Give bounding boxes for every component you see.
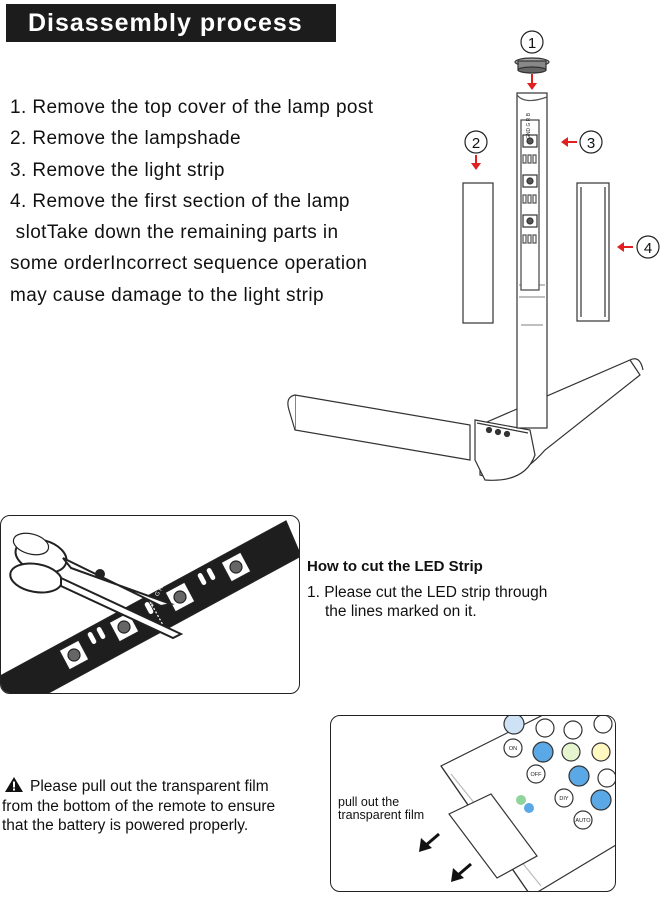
- callout-2: 2: [472, 135, 480, 152]
- step-line: 2. Remove the lampshade: [10, 128, 241, 150]
- scissors-icon: [9, 532, 184, 640]
- lamp-slot-piece: [576, 182, 610, 322]
- step-line: may cause damage to the light strip: [10, 284, 324, 306]
- callout-circles: [464, 30, 660, 259]
- remote-illustration: ON OFF DIY AUTO: [330, 715, 616, 892]
- remote-diagram: ON OFF DIY AUTO: [419, 716, 615, 891]
- step-line: slotTake down the remaining parts in: [10, 222, 339, 244]
- cut-illustration: GND G R B V+: [0, 515, 300, 694]
- strip-leds: [522, 134, 538, 244]
- red-arrows: [471, 74, 633, 252]
- diy-label: DIY: [559, 796, 569, 802]
- strip-pad-label: GND G R B: [526, 112, 532, 139]
- auto-button[interactable]: [573, 810, 593, 830]
- top-cap: [514, 57, 550, 74]
- cut-step-line: 1. Please cut the LED strip through: [307, 584, 548, 601]
- off-button[interactable]: [526, 764, 546, 784]
- step-line: 4. Remove the first section of the lamp: [10, 190, 350, 212]
- on-button[interactable]: [503, 738, 523, 758]
- lamp-base: [287, 358, 644, 481]
- step-line: 1. Remove the top cover of the lamp post: [10, 97, 374, 118]
- pull-line: pull out the: [338, 795, 400, 809]
- auto-label: AUTO: [575, 818, 591, 824]
- step-line: some orderIncorrect sequence operation: [10, 253, 368, 275]
- callout-4: 4: [644, 240, 652, 257]
- remote-buttons: [503, 716, 615, 830]
- led-strip-cut-diagram: GND G R B V+: [1, 520, 299, 693]
- warning-line: from the bottom of the remote to ensure: [2, 797, 276, 815]
- cut-title: How to cut the LED Strip: [307, 558, 483, 575]
- pull-label: pull out the transparent film: [338, 796, 424, 822]
- disassembly-steps: 1. Remove the top cover of the lamp post…: [10, 92, 410, 311]
- transparent-film: [448, 793, 538, 879]
- lamp-diagram: 1 2 3 4 GND G R B: [287, 30, 660, 481]
- warning-icon: [5, 777, 23, 792]
- led-chip: [58, 639, 90, 671]
- cut-step-line: the lines marked on it.: [325, 603, 477, 620]
- warning-text: Please pull out the transparent film: [30, 778, 269, 795]
- pull-arrows: [419, 832, 472, 882]
- callout-3: 3: [587, 135, 595, 152]
- lamp-post: [516, 92, 548, 429]
- on-label: ON: [509, 746, 517, 752]
- battery-warning: Please pull out the transparent film fro…: [2, 776, 332, 836]
- step-line: 3. Remove the light strip: [10, 159, 225, 181]
- page-title: Disassembly process: [6, 4, 336, 42]
- pull-line: transparent film: [338, 808, 425, 822]
- warning-line: that the battery is powered properly.: [2, 817, 249, 834]
- led-chip: [220, 551, 252, 583]
- diy-button[interactable]: [554, 788, 574, 808]
- warning-line: Please pull out the transparent film: [2, 776, 332, 797]
- callout-1: 1: [528, 35, 536, 52]
- off-label: OFF: [531, 772, 543, 778]
- lampshade-piece: [462, 182, 494, 324]
